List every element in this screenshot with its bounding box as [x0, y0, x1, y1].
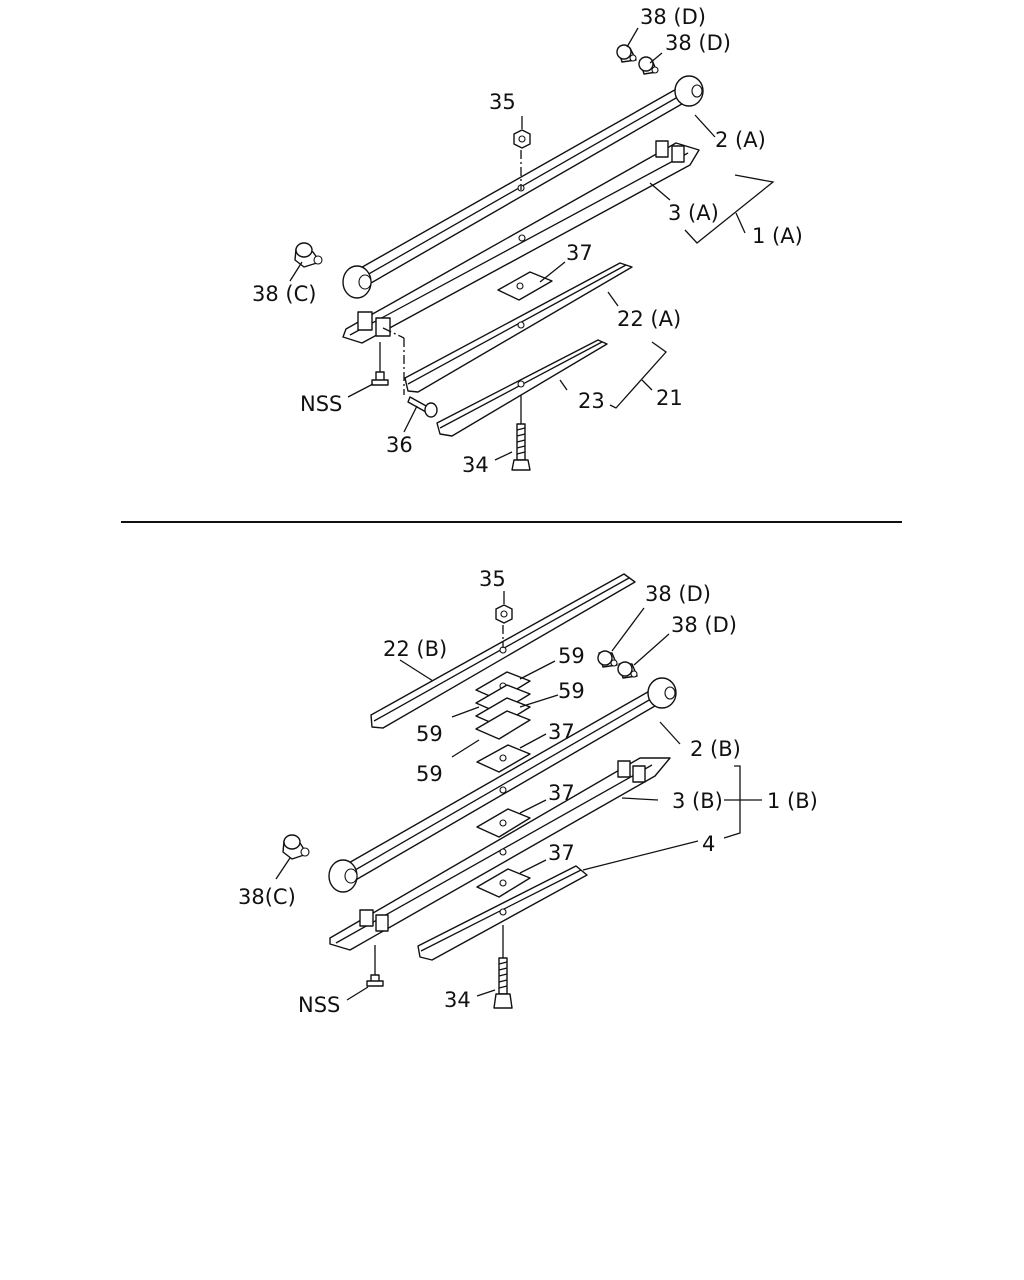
label-21: 21 [656, 386, 683, 410]
label-38d-b-top: 38 (D) [665, 31, 731, 55]
label-1b: 1 (B) [767, 789, 818, 813]
label-38c-top: 38 (C) [252, 282, 316, 306]
label-38d-a-bottom: 38 (D) [645, 582, 711, 606]
label-59-a: 59 [558, 644, 585, 668]
bottom-leaders [275, 591, 762, 1001]
label-36: 36 [386, 433, 413, 457]
label-22a: 22 (A) [617, 307, 681, 331]
label-nss-top: NSS [300, 392, 342, 416]
label-nss-bottom: NSS [298, 993, 340, 1017]
label-2b: 2 (B) [690, 737, 741, 761]
bolt-34-top [511, 395, 531, 471]
label-4: 4 [702, 832, 715, 856]
bolt-34-bottom [493, 925, 513, 1009]
bushing-38d-bottom-a [597, 650, 618, 668]
label-59-b: 59 [558, 679, 585, 703]
main-leaf-2b [328, 677, 677, 893]
label-37-top: 37 [566, 241, 593, 265]
label-37-bottom-b: 37 [548, 781, 575, 805]
label-35-bottom: 35 [479, 567, 506, 591]
top-leaders [289, 27, 775, 461]
bottom-assembly: 35 38 (D) 38 (D) 22 (B) 59 59 59 59 37 2… [238, 567, 818, 1017]
label-3b: 3 (B) [672, 789, 723, 813]
label-3a: 3 (A) [668, 201, 719, 225]
leaf-4 [417, 865, 588, 961]
label-59-c: 59 [416, 722, 443, 746]
bushing-38d-top-a [616, 44, 637, 63]
spacer-37-bottom-a [476, 744, 531, 773]
main-leaf-2a [342, 75, 704, 299]
spacer-37-bottom-b [476, 808, 531, 838]
bushing-38c-bottom [282, 834, 310, 860]
label-22b: 22 (B) [383, 637, 447, 661]
leaf-23 [436, 339, 608, 437]
shim-59-stack [475, 671, 531, 740]
bushing-38d-top-b [638, 56, 659, 75]
label-1a: 1 (A) [752, 224, 803, 248]
bushing-38c-top [294, 242, 323, 268]
nss-bolt-bottom [366, 945, 384, 987]
label-23: 23 [578, 389, 605, 413]
label-34-top: 34 [462, 453, 489, 477]
label-34-bottom: 34 [444, 988, 471, 1012]
bolt-36 [382, 327, 438, 418]
leaf-22b [370, 573, 636, 729]
label-38c-bottom: 38(C) [238, 885, 296, 909]
label-59-d: 59 [416, 762, 443, 786]
spacer-37-top [497, 271, 553, 301]
nut-35-bottom [495, 604, 513, 624]
nss-bolt-top [371, 342, 389, 386]
top-assembly: 38 (D) 38 (D) 35 2 (A) 3 (A) 1 (A) 37 38… [252, 5, 803, 477]
second-leaf-3a [342, 140, 700, 344]
label-35-top: 35 [489, 90, 516, 114]
label-38d-b-bottom: 38 (D) [671, 613, 737, 637]
bushing-38d-bottom-b [617, 661, 638, 679]
second-leaf-3b [329, 757, 671, 951]
label-2a: 2 (A) [715, 128, 766, 152]
leaf-22a [404, 262, 633, 393]
spacer-37-bottom-c [476, 868, 531, 898]
nut-35-top [513, 129, 531, 149]
label-37-bottom-c: 37 [548, 841, 575, 865]
label-38d-a-top: 38 (D) [640, 5, 706, 29]
label-37-bottom-a: 37 [548, 720, 575, 744]
